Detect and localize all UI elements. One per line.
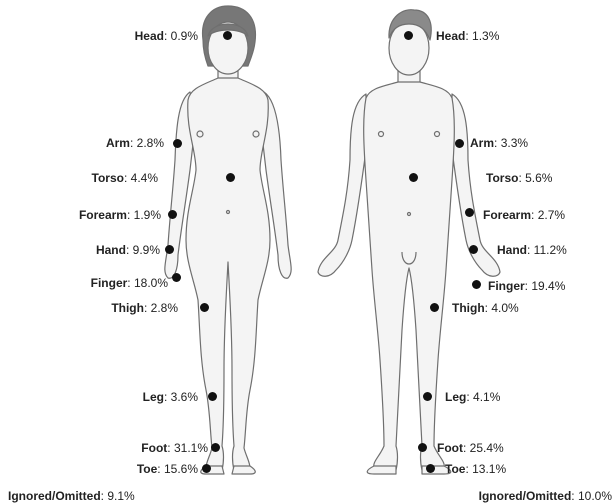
male-label-head: Head: 1.3% — [436, 29, 499, 43]
male-dot-arm — [455, 139, 464, 148]
female-dot-toe — [202, 464, 211, 473]
male-dot-forearm — [465, 208, 474, 217]
female-label-leg: Leg: 3.6% — [143, 390, 198, 404]
male-body — [364, 82, 455, 470]
female-label-arm: Arm: 2.8% — [106, 136, 164, 150]
female-dot-hand — [165, 245, 174, 254]
male-dot-finger — [472, 280, 481, 289]
male-dot-foot — [418, 443, 427, 452]
female-dot-thigh — [200, 303, 209, 312]
male-label-toe: Toe: 13.1% — [445, 462, 506, 476]
male-dot-torso — [409, 173, 418, 182]
female-dot-forearm — [168, 210, 177, 219]
male-dot-leg — [423, 392, 432, 401]
female-dot-foot — [211, 443, 220, 452]
female-dot-leg — [208, 392, 217, 401]
male-label-ignored: Ignored/Omitted: 10.0% — [479, 489, 612, 503]
male-label-forearm: Forearm: 2.7% — [483, 208, 565, 222]
female-dot-finger — [172, 273, 181, 282]
male-dot-toe — [426, 464, 435, 473]
male-label-arm: Arm: 3.3% — [470, 136, 528, 150]
female-dot-head — [223, 31, 232, 40]
male-label-thigh: Thigh: 4.0% — [452, 301, 519, 315]
female-label-ignored: Ignored/Omitted: 9.1% — [8, 489, 135, 503]
male-label-torso: Torso: 5.6% — [486, 171, 552, 185]
female-dot-torso — [226, 173, 235, 182]
male-label-finger: Finger: 19.4% — [488, 279, 565, 293]
male-label-leg: Leg: 4.1% — [445, 390, 500, 404]
female-label-head: Head: 0.9% — [135, 29, 198, 43]
female-dot-arm — [173, 139, 182, 148]
female-label-foot: Foot: 31.1% — [141, 441, 208, 455]
female-label-forearm: Forearm: 1.9% — [79, 208, 161, 222]
female-label-hand: Hand: 9.9% — [96, 243, 160, 257]
male-label-hand: Hand: 11.2% — [497, 243, 567, 257]
male-label-foot: Foot: 25.4% — [437, 441, 504, 455]
female-label-finger: Finger: 18.0% — [91, 276, 168, 290]
male-dot-hand — [469, 245, 478, 254]
female-label-torso: Torso: 4.4% — [92, 171, 158, 185]
female-label-toe: Toe: 15.6% — [137, 462, 198, 476]
male-dot-thigh — [430, 303, 439, 312]
female-label-thigh: Thigh: 2.8% — [111, 301, 178, 315]
male-dot-head — [404, 31, 413, 40]
male-figure — [318, 10, 500, 474]
